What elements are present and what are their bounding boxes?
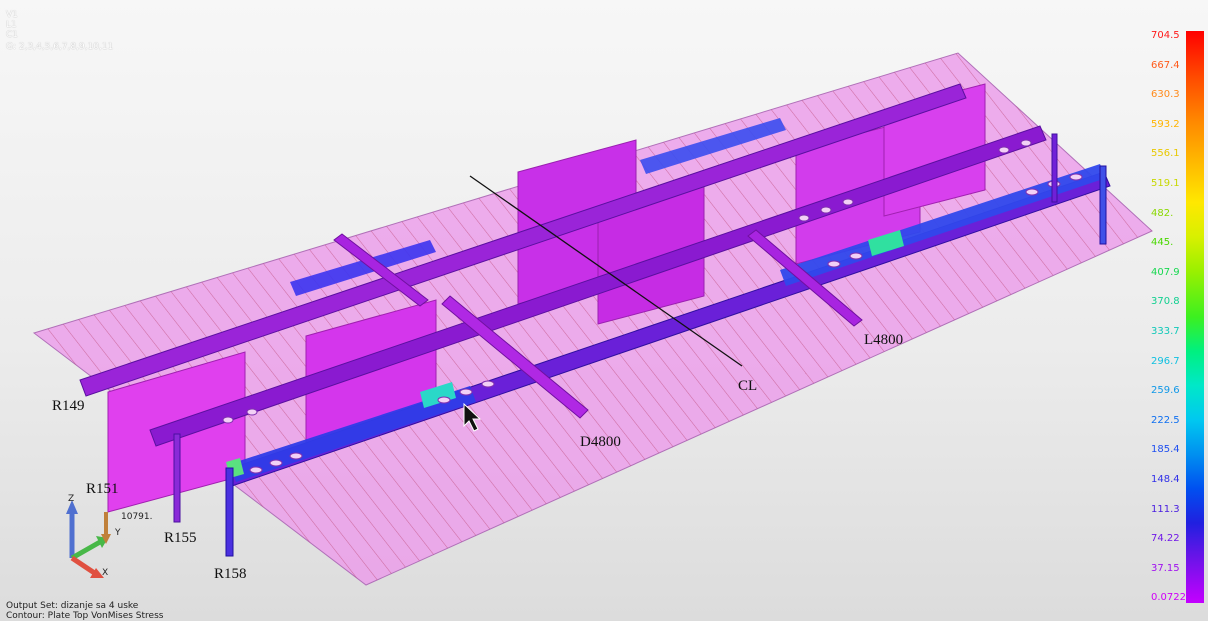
legend-value: 630.3 bbox=[1151, 89, 1180, 101]
legend-value: 370.8 bbox=[1151, 296, 1180, 308]
legend-value: 148.4 bbox=[1151, 474, 1180, 485]
pillar-r155 bbox=[173, 433, 181, 523]
stress-band-mid bbox=[640, 118, 786, 174]
mouse-cursor bbox=[463, 402, 482, 432]
legend-value: 593.2 bbox=[1151, 118, 1180, 130]
axis-z-label: Z bbox=[68, 494, 75, 504]
centerline bbox=[469, 175, 743, 367]
stress-hotspot-2 bbox=[868, 230, 904, 256]
girder-centerline bbox=[149, 125, 1047, 447]
legend-value: 445. bbox=[1151, 237, 1174, 249]
pillar-far bbox=[1099, 165, 1107, 245]
legend-value: 519.1 bbox=[1151, 178, 1180, 189]
frame-d4800 bbox=[441, 295, 589, 419]
legend-value: 74.22 bbox=[1151, 533, 1180, 545]
stress-band-upper bbox=[290, 240, 436, 296]
view-id-line: V1 bbox=[6, 10, 18, 20]
legend-value: 185.4 bbox=[1151, 444, 1180, 456]
legend-value: 222.5 bbox=[1151, 414, 1180, 426]
legend-value: 667.4 bbox=[1151, 59, 1180, 71]
legend-value: 111.3 bbox=[1151, 503, 1180, 515]
pillar-r158 bbox=[225, 467, 234, 557]
stress-hotspot-1 bbox=[420, 382, 456, 408]
output-set-status: Output Set: dizanje sa 4 uske bbox=[6, 601, 139, 611]
label-cl: CL bbox=[738, 378, 758, 394]
view-id-line: C1 bbox=[6, 30, 19, 40]
legend-value: 407.9 bbox=[1151, 266, 1180, 278]
frame-near bbox=[333, 233, 429, 307]
lightening-holes bbox=[222, 139, 1083, 474]
view-distance: 10791. bbox=[121, 512, 153, 522]
frame-far bbox=[747, 229, 863, 327]
legend-value: 333.7 bbox=[1151, 326, 1180, 337]
axis-y-label: Y bbox=[115, 528, 121, 538]
label-r158: R158 bbox=[214, 566, 247, 582]
legend-value: 0.0722 bbox=[1151, 592, 1186, 604]
legend-value: 37.15 bbox=[1151, 562, 1180, 574]
contour-color-bar bbox=[1186, 31, 1204, 603]
legend-value: 259.6 bbox=[1151, 385, 1180, 397]
legend-value: 704.5 bbox=[1151, 30, 1180, 41]
view-group-list: G: 2,3,4,5,6,7,8,9,10,11 bbox=[6, 42, 114, 52]
label-r151: R151 bbox=[86, 481, 119, 497]
legend-value: 296.7 bbox=[1151, 355, 1180, 367]
axis-triad bbox=[66, 500, 111, 578]
legend-value: 556.1 bbox=[1151, 148, 1180, 160]
label-r155: R155 bbox=[164, 530, 197, 546]
legend-value: 482. bbox=[1151, 207, 1174, 219]
label-d4800: D4800 bbox=[580, 434, 621, 450]
view-id-line: L1 bbox=[6, 20, 17, 30]
pillar-far-2 bbox=[1051, 133, 1058, 203]
label-r149: R149 bbox=[52, 398, 85, 414]
label-l4800: L4800 bbox=[864, 332, 904, 348]
girder-top bbox=[79, 83, 967, 397]
axis-x-label: X bbox=[102, 568, 109, 578]
contour-status: Contour: Plate Top VonMises Stress bbox=[6, 611, 164, 621]
